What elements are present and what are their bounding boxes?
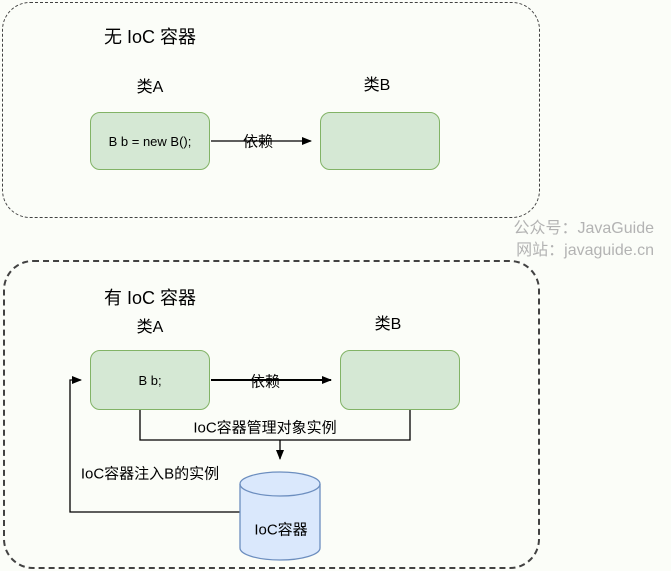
no-ioc-class-b-box — [320, 112, 440, 170]
no-ioc-dependency-label: 依赖 — [242, 133, 274, 151]
has-ioc-title: 有 IoC 容器 — [103, 288, 197, 308]
has-ioc-class-a-label: 类A — [136, 319, 164, 336]
no-ioc-class-a-label: 类A — [136, 79, 164, 96]
ioc-container-label: IoC容器 — [254, 521, 308, 539]
has-ioc-section — [3, 260, 540, 569]
inject-instance-label: IoC容器注入B的实例 — [80, 465, 220, 483]
has-ioc-class-a-box: B b; — [90, 350, 210, 410]
has-ioc-class-a-code: B b; — [138, 372, 162, 388]
no-ioc-title: 无 IoC 容器 — [103, 27, 197, 47]
no-ioc-class-a-code: B b = new B(); — [108, 133, 192, 149]
no-ioc-class-b-label: 类B — [363, 77, 391, 94]
has-ioc-dependency-label: 依赖 — [249, 373, 281, 391]
watermark-line-2: 网站：javaguide.cn — [516, 242, 654, 259]
manage-instances-label: IoC容器管理对象实例 — [193, 419, 337, 437]
has-ioc-class-b-box — [340, 350, 460, 410]
no-ioc-section — [2, 2, 540, 218]
watermark: 公众号：JavaGuide 网站：javaguide.cn — [514, 218, 655, 262]
no-ioc-class-a-box: B b = new B(); — [90, 112, 210, 170]
has-ioc-class-b-label: 类B — [374, 316, 402, 333]
watermark-line-1: 公众号：JavaGuide — [513, 220, 655, 237]
